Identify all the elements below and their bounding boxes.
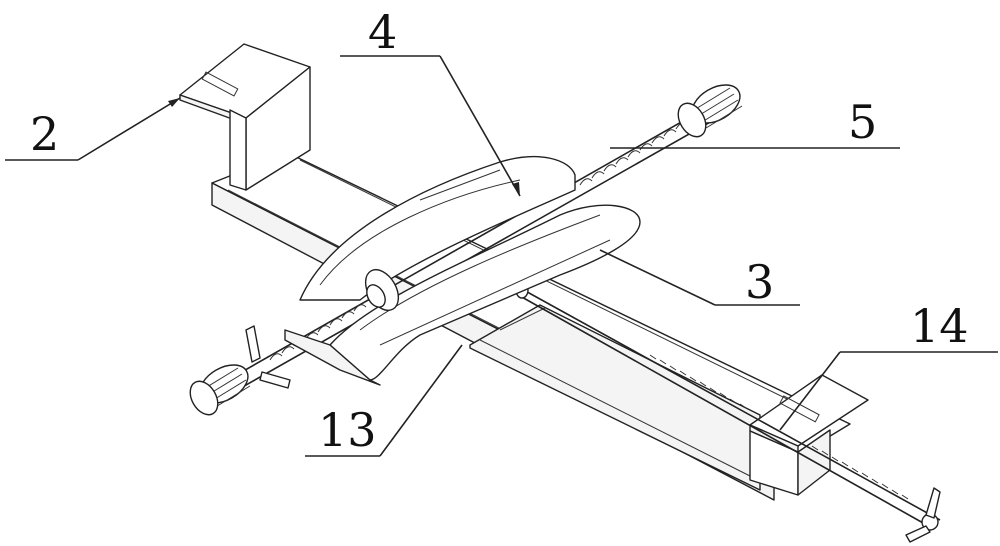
label-14: 14 [910,299,969,353]
leader-lines [5,55,998,457]
label-13: 13 [318,403,377,457]
clamp-body [284,155,641,386]
label-2: 2 [30,107,59,161]
near-bracket [749,374,869,496]
label-4: 4 [368,5,397,59]
near-wing-handle [245,325,291,389]
label-3: 3 [745,255,774,309]
far-knob [677,84,743,138]
far-bracket [179,43,311,191]
label-5: 5 [848,95,877,149]
near-knob [189,364,251,416]
